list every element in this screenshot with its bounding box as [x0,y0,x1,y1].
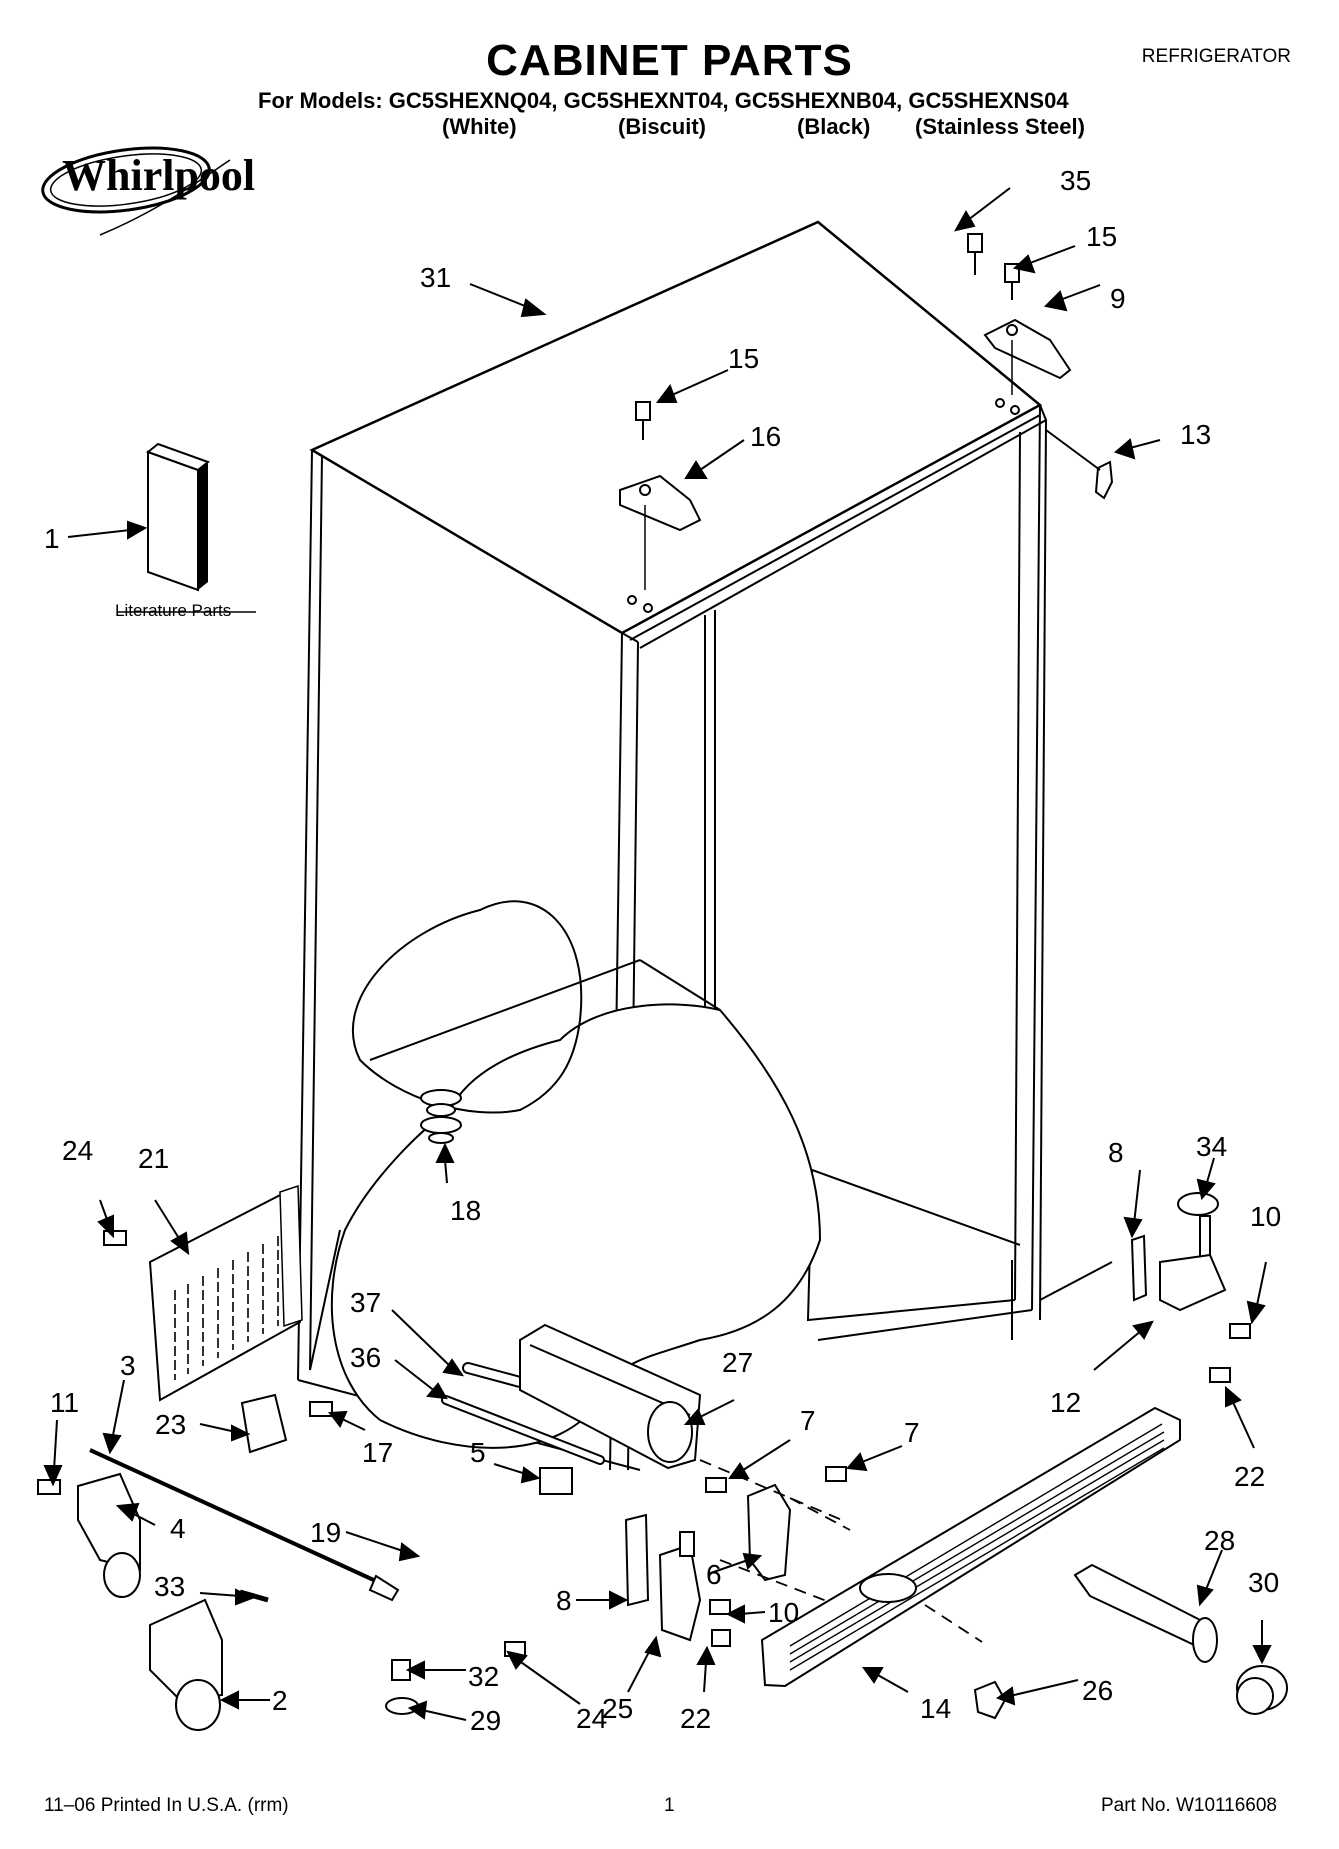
bracket-8-left [624,1513,650,1607]
callout-28: 28 [1204,1525,1235,1556]
callout-10-right: 10 [1250,1201,1281,1232]
callout-13: 13 [1180,419,1211,450]
callout-7a: 7 [800,1405,816,1436]
bottom-hinge-left [658,1531,731,1647]
grille-clip [973,1680,1007,1720]
callout-23: 23 [155,1409,186,1440]
callout-labels: 1 Literature Parts 2 3 4 5 6 7 7 8 8 9 1… [44,165,1281,1736]
rear-roller [149,1589,269,1731]
callout-34: 34 [1196,1131,1227,1162]
front-roller [37,1472,141,1598]
callout-2: 2 [272,1685,288,1716]
bottom-hinge-right [1159,1192,1251,1383]
callout-8-right: 8 [1108,1137,1124,1168]
callout-3: 3 [120,1350,136,1381]
wire-bracket [240,1393,288,1454]
screw-7b [825,1466,847,1482]
callout-21: 21 [138,1143,169,1174]
callout-24-bottom: 24 [576,1703,607,1734]
rear-access-panel [148,1184,303,1402]
callout-14: 14 [920,1693,951,1724]
callout-22-right: 22 [1234,1461,1265,1492]
page-number: 1 [664,1795,675,1816]
part-number: Part No. W10116608 [1100,1795,1277,1816]
bracket-8-right [1130,1234,1148,1302]
callout-4: 4 [170,1513,186,1544]
callout-12: 12 [1050,1387,1081,1418]
callout-18: 18 [450,1195,481,1226]
callout-36: 36 [350,1342,381,1373]
callout-19: 19 [310,1517,341,1548]
grommet-part [420,1089,462,1144]
callout-25: 25 [602,1693,633,1724]
callout-33: 33 [154,1571,185,1602]
callout-15-right: 15 [1086,221,1117,252]
whirlpool-logo: Whirlpool [41,146,255,236]
callout-27: 27 [722,1347,753,1378]
bracket-6 [746,1483,792,1582]
callout-7b: 7 [904,1417,920,1448]
models-line: For Models: GC5SHEXNQ04, GC5SHEXNT04, GC… [258,88,1069,113]
product-category: REFRIGERATOR [1141,46,1291,67]
callout-26: 26 [1082,1675,1113,1706]
variant-white: (White) [442,114,517,139]
print-info: 11–06 Printed In U.S.A. (rrm) [44,1795,289,1816]
callout-8-left: 8 [556,1585,572,1616]
literature-parts-label: Literature Parts [115,601,231,620]
callout-22-left: 22 [680,1703,711,1734]
callout-24-left: 24 [62,1135,93,1166]
clip-part [1094,460,1114,500]
water-filter [1073,1563,1218,1663]
screw-part [103,1230,127,1246]
callout-6: 6 [706,1559,722,1590]
top-hinge-right [967,233,1072,415]
callout-10-left: 10 [768,1597,799,1628]
variant-stainless: (Stainless Steel) [915,114,1085,139]
page-title: CABINET PARTS [486,36,853,85]
variant-biscuit: (Biscuit) [618,114,706,139]
callout-15-center: 15 [728,343,759,374]
callout-5: 5 [470,1437,486,1468]
callout-31: 31 [420,262,451,293]
screw-17 [309,1401,333,1417]
leader-arrows [43,187,1272,1721]
callout-9: 9 [1110,283,1126,314]
defrost-heater-assembly [519,1323,702,1470]
callout-32: 32 [468,1661,499,1692]
cutaway-outline [330,1003,822,1449]
base-grille [760,1406,1181,1688]
filter-cap [1236,1665,1288,1715]
callout-1: 1 [44,523,60,554]
brand-wordmark: Whirlpool [62,151,255,200]
block-part-5 [539,1467,573,1495]
top-hinge-center [619,401,702,613]
callout-11: 11 [50,1387,79,1418]
callout-29: 29 [470,1705,501,1736]
literature-parts [145,442,211,592]
callout-17: 17 [362,1437,393,1468]
callout-35: 35 [1060,165,1091,196]
callout-30: 30 [1248,1567,1279,1598]
screw-7a [705,1477,727,1493]
variant-black: (Black) [797,114,871,139]
callout-37: 37 [350,1287,381,1318]
callout-16: 16 [750,421,781,452]
rod-part [89,1448,379,1584]
